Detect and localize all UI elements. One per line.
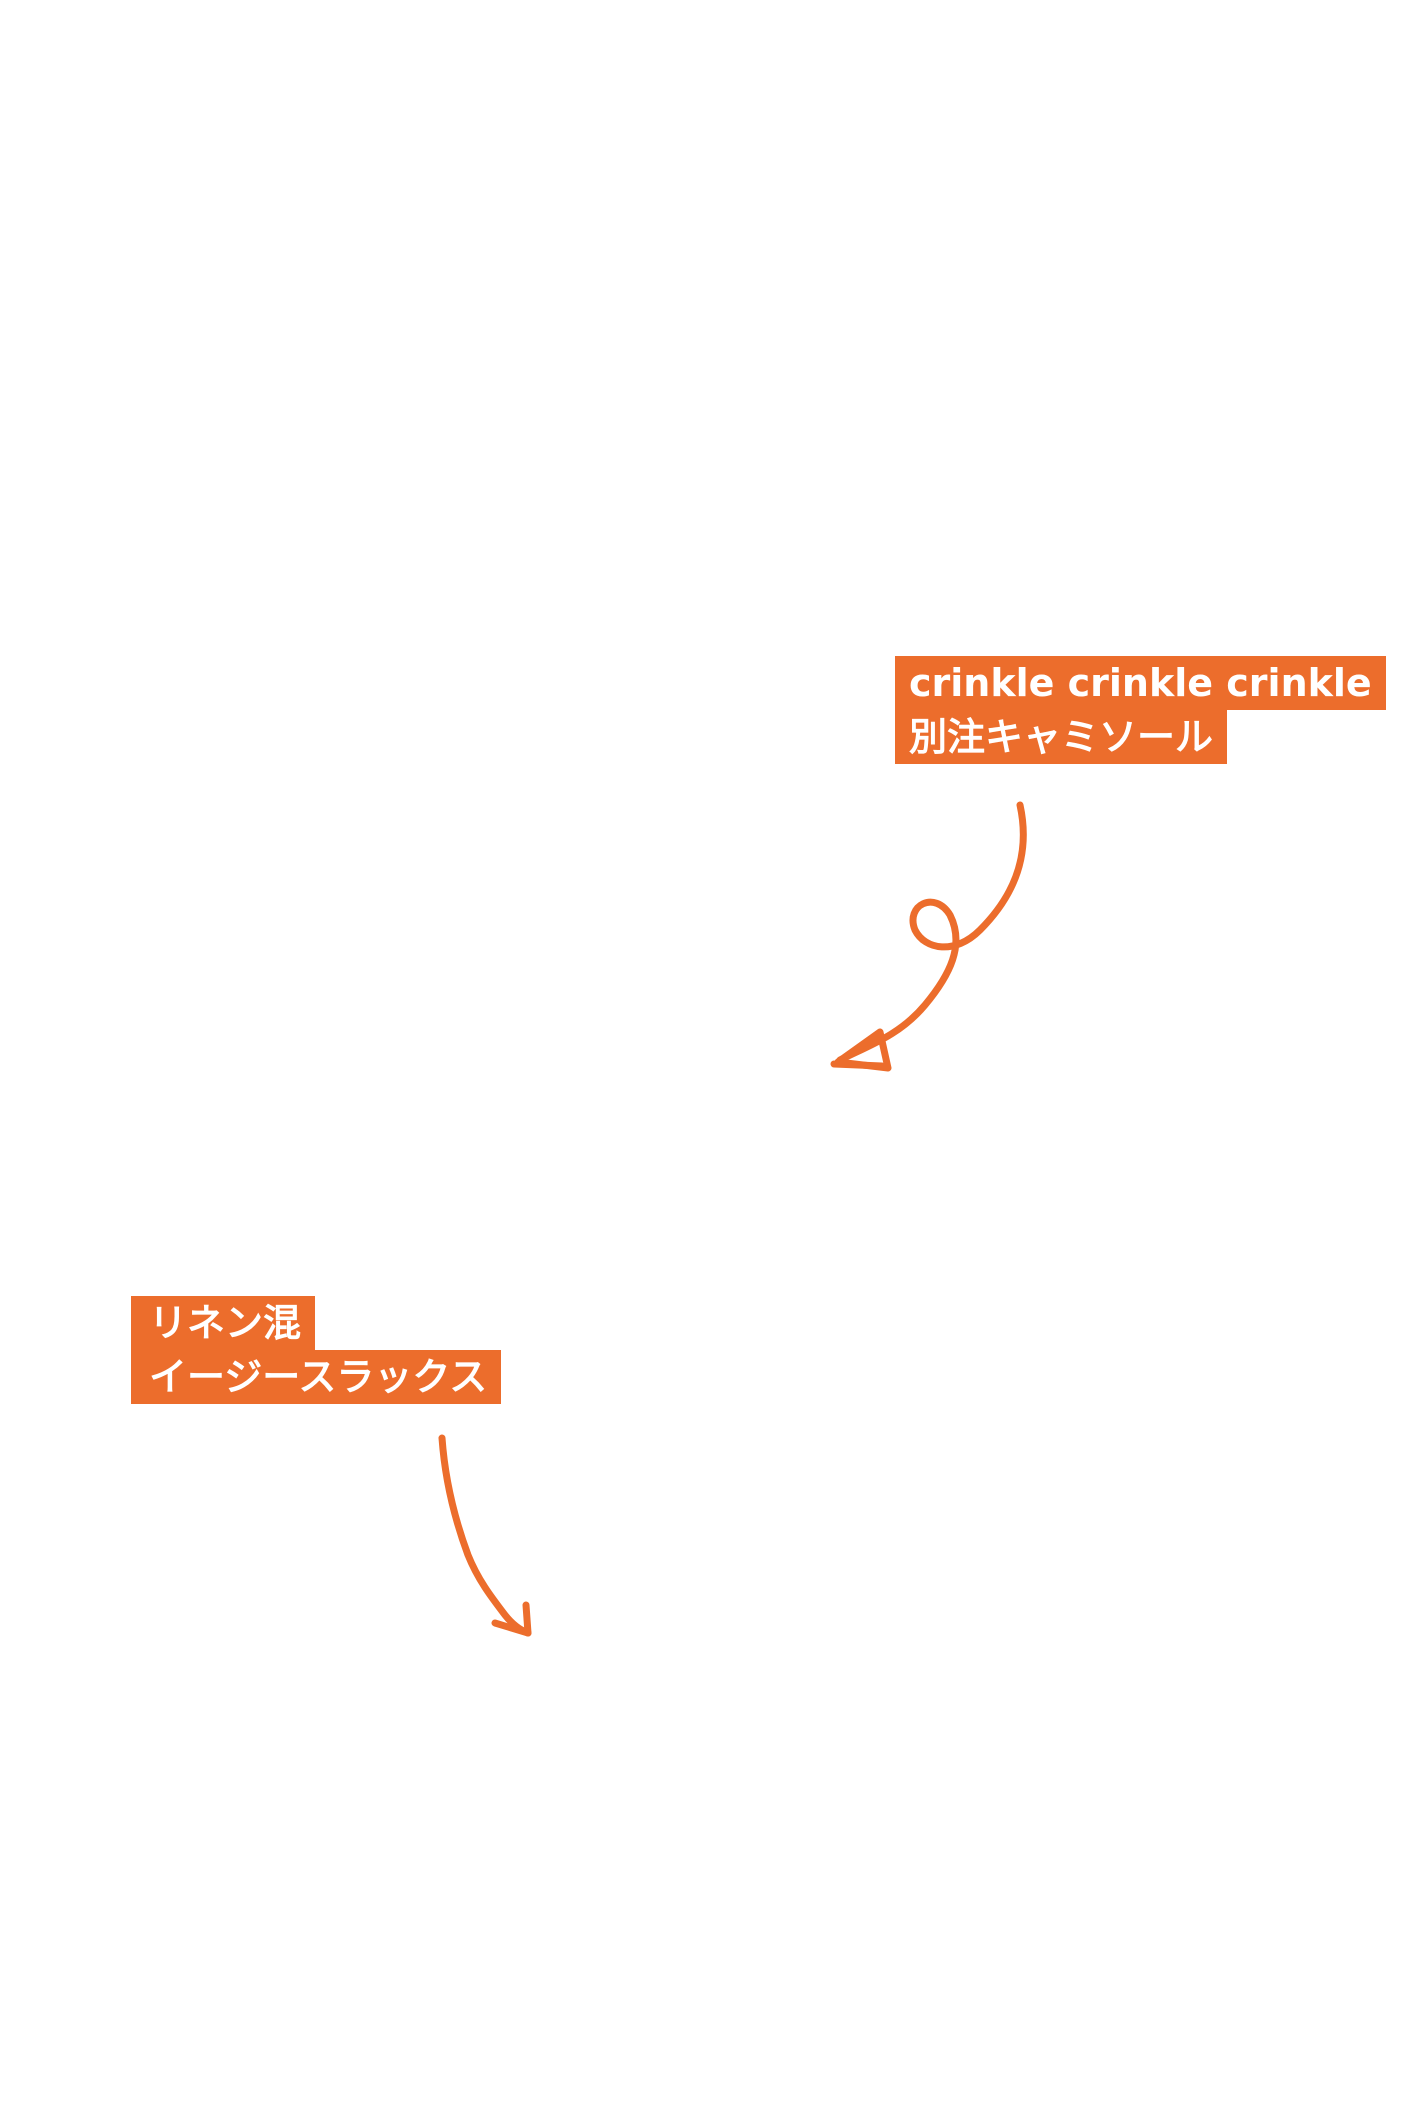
camisole-label-brand: crinkle crinkle crinkle <box>895 656 1386 710</box>
slacks-label-item: イージースラックス <box>131 1350 502 1404</box>
camisole-label-item: 別注キャミソール <box>895 710 1228 764</box>
slacks-label: リネン混 イージースラックス <box>131 1296 502 1404</box>
slacks-label-material: リネン混 <box>131 1296 316 1350</box>
camisole-label: crinkle crinkle crinkle 別注キャミソール <box>895 656 1386 764</box>
